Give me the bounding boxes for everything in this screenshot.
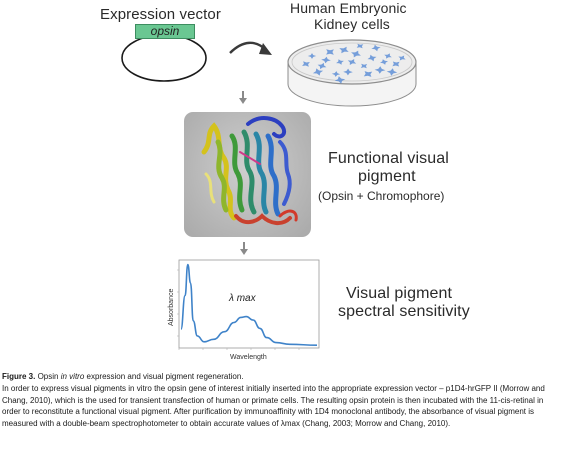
pigment-title-line2: pigment — [358, 168, 416, 185]
spectrum-title-line1: Visual pigment — [346, 285, 453, 302]
chart-xlabel: Wavelength — [230, 354, 267, 361]
hek-cell — [384, 53, 392, 59]
hek-cell — [347, 59, 357, 65]
caption-title-em: in vitro — [60, 372, 85, 381]
cells-label-line1: Human Embryonic — [290, 0, 407, 16]
hek-cell — [398, 55, 406, 61]
caption-title-row: Figure 3. Opsin in vitro expression and … — [2, 371, 564, 383]
hek-cell — [307, 53, 317, 59]
hek-cell — [336, 59, 344, 65]
hek-cells — [302, 43, 406, 84]
hek-cell — [380, 59, 388, 65]
chart-plot-area — [178, 259, 320, 349]
spectrum-title-line2: spectral sensitivity — [338, 303, 470, 320]
absorbance-line — [180, 263, 318, 346]
pigment-subtitle: (Opsin + Chromophore) — [318, 189, 445, 203]
figure-caption: Figure 3. Opsin in vitro expression and … — [2, 371, 564, 430]
chart-ylabel: Absorbance — [168, 289, 175, 326]
expression-vector-title: Expression vector — [100, 6, 221, 23]
opsin-protein-ribbon — [201, 116, 298, 225]
culture-dish — [287, 39, 417, 107]
caption-label: Figure 3. — [2, 372, 36, 381]
caption-title-pre: Opsin — [37, 372, 59, 381]
down-arrow-1 — [239, 91, 247, 104]
hek-cell — [371, 44, 381, 52]
caption-body: In order to express visual pigments in v… — [2, 383, 545, 429]
hek-cell — [312, 68, 324, 76]
pigment-title-line1: Functional visual — [328, 150, 449, 167]
hek-cell — [367, 54, 377, 62]
down-arrow-2 — [240, 242, 248, 255]
transfection-arrow — [229, 41, 272, 55]
hek-cell — [392, 61, 400, 67]
hek-cell — [331, 71, 341, 77]
spectrum-series — [180, 263, 318, 346]
lambda-max-annotation: λ max — [228, 293, 257, 304]
hek-cell — [363, 71, 373, 77]
hek-cell — [360, 63, 368, 69]
hek-cell — [374, 66, 386, 74]
hek-cell — [343, 68, 353, 76]
hek-cell — [317, 62, 327, 70]
caption-title: Opsin in vitro expression and visual pig… — [38, 372, 244, 381]
hek-cell — [302, 61, 310, 67]
hek-cell — [326, 49, 334, 55]
hek-cell — [334, 76, 346, 84]
cells-label-line2: Kidney cells — [314, 16, 390, 32]
hek-cell — [321, 56, 331, 64]
hek-cell — [356, 43, 364, 49]
hek-cell — [386, 68, 398, 76]
chart-ticks — [177, 269, 300, 350]
opsin-gene-box: opsin — [135, 24, 195, 39]
hek-cell — [351, 50, 361, 58]
caption-title-post: expression and visual pigment regenerati… — [86, 372, 244, 381]
protein-structure-panel — [184, 112, 311, 237]
hek-cell — [339, 46, 349, 54]
